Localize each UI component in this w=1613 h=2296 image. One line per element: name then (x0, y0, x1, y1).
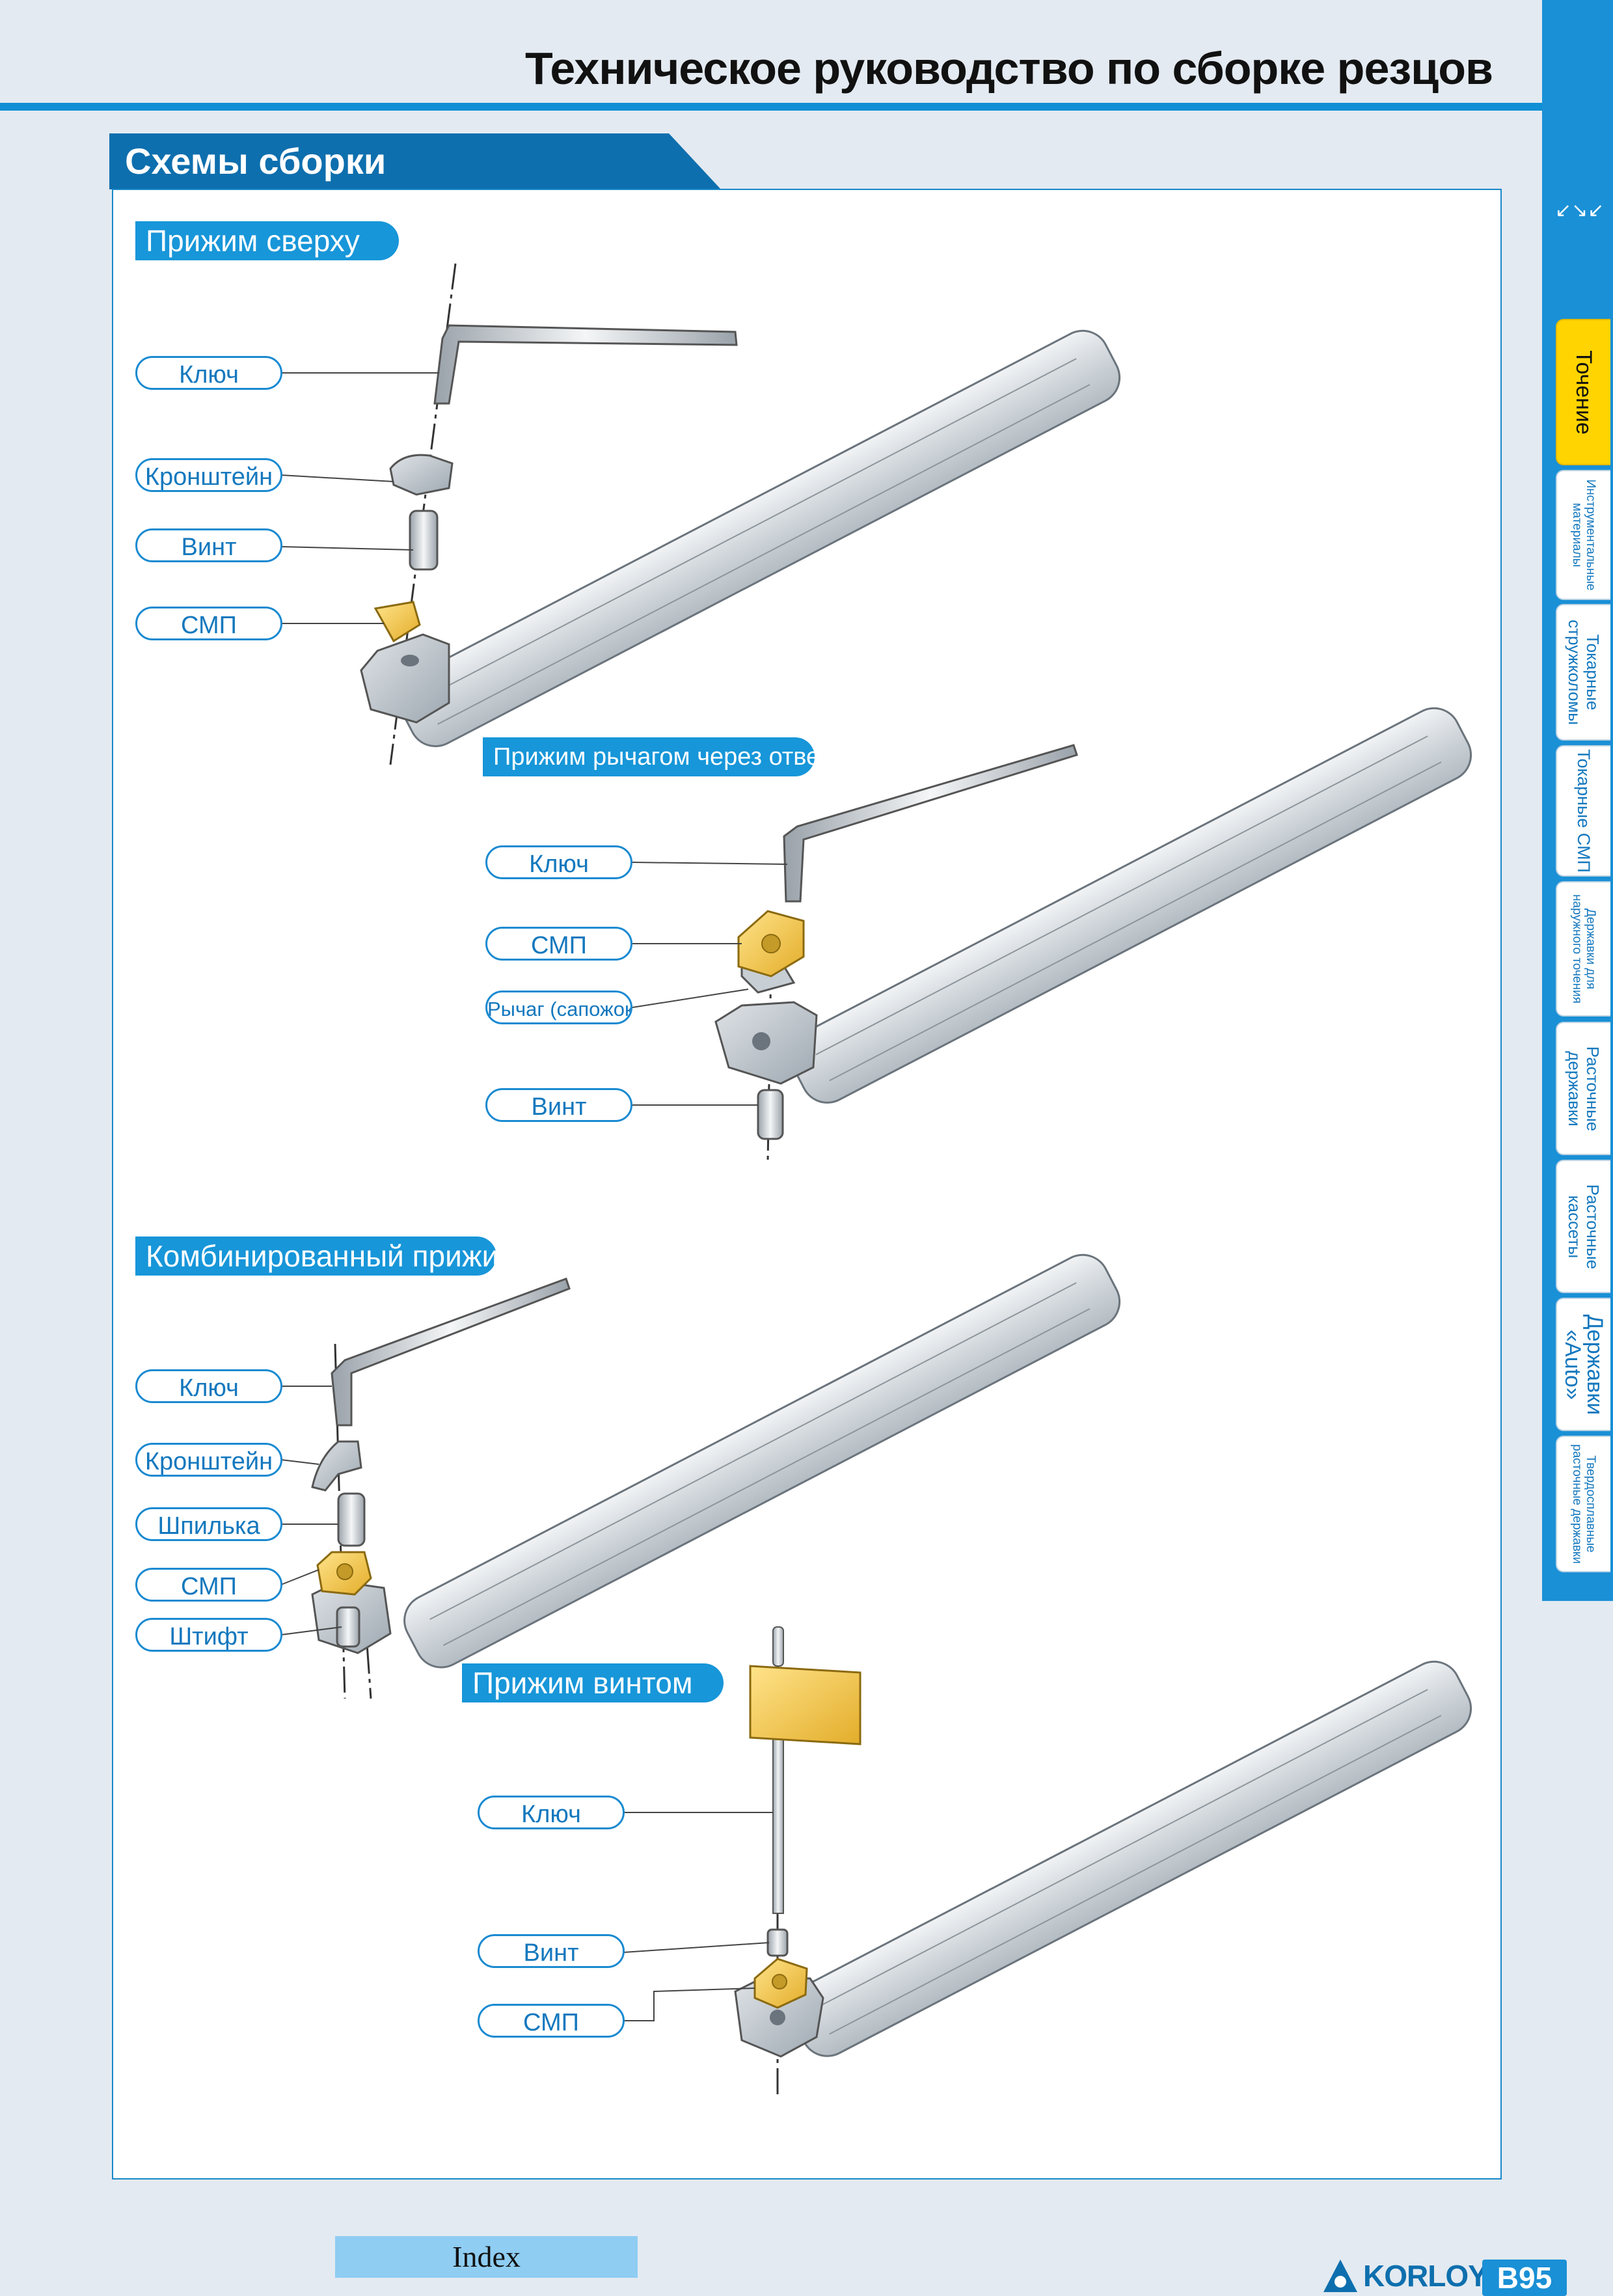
label-screw: Винт (485, 1088, 632, 1122)
tab-turning-inserts[interactable]: Токарные СМП (1556, 745, 1610, 877)
index-button[interactable]: Index (335, 2236, 638, 2278)
page-number: B95 (1482, 2260, 1567, 2296)
screw-icon (409, 510, 439, 571)
boring-bar-2 (789, 707, 1472, 1104)
boring-bar-3 (403, 1253, 1121, 1669)
label-insert: СМП (135, 607, 282, 640)
label-screw: Винт (478, 1934, 625, 1968)
tab-carbide-boring-bars[interactable]: Твердосплавные расточные державки (1556, 1436, 1610, 1572)
diagram-top-clamp (280, 263, 1121, 765)
clamp-bracket-icon (311, 1440, 362, 1492)
hex-key-icon (331, 1278, 571, 1427)
label-key: Ключ (135, 356, 282, 390)
diagram-combo-clamp (280, 1253, 1121, 1699)
pill-lever-clamp: Прижим рычагом через отверстие (483, 737, 885, 776)
tab-auto-holders[interactable]: Державки «Auto» (1556, 1298, 1610, 1431)
label-insert: СМП (485, 927, 632, 961)
insert-icon (373, 601, 421, 643)
screw-icon (766, 1928, 789, 1957)
stud-icon (337, 1492, 366, 1547)
tab-external-holders[interactable]: Державки для наружного точения (1556, 881, 1610, 1017)
tab-chipbreakers[interactable]: Токарные стружколомы (1556, 604, 1610, 741)
section-header: Схемы сборки (109, 133, 721, 189)
tab-boring-holders[interactable]: Расточные державки (1556, 1022, 1610, 1155)
label-key: Ключ (485, 845, 632, 879)
label-insert: СМП (135, 1568, 282, 1602)
label-bracket: Кронштейн (135, 1443, 282, 1477)
label-pin: Штифт (135, 1618, 282, 1652)
label-stud: Шпилька (135, 1507, 282, 1541)
label-key: Ключ (478, 1796, 625, 1829)
pill-screw-clamp: Прижим винтом (462, 1663, 724, 1702)
section-title: Схемы сборки (125, 141, 386, 182)
label-key: Ключ (135, 1369, 282, 1403)
label-lever: Рычаг (сапожок) (485, 991, 632, 1024)
nav-arrows-icon[interactable]: ↙↘↙ (1555, 200, 1605, 221)
boring-bar-4 (789, 1660, 1472, 2057)
clamp-bracket-icon (389, 454, 454, 496)
bar-head-1 (360, 633, 450, 724)
tab-tool-materials[interactable]: Инструментальные материалы (1556, 470, 1610, 600)
title-rule (0, 103, 1542, 111)
label-bracket: Кронштейн (135, 458, 282, 492)
korloy-logo-icon (1323, 2260, 1357, 2292)
boring-bar-1 (398, 329, 1121, 748)
tab-boring-cartridges[interactable]: Расточные кассеты (1556, 1160, 1610, 1293)
hex-key-icon (783, 744, 1078, 903)
pill-combo-clamp: Комбинированный прижим (135, 1237, 519, 1276)
hex-key-icon (433, 324, 738, 405)
label-insert: СМП (478, 2004, 625, 2038)
brand-name: KORLOY (1363, 2259, 1488, 2293)
pill-top-clamp: Прижим сверху (135, 221, 399, 260)
page-title: Техническое руководство по сборке резцов (525, 43, 1493, 94)
tab-turning[interactable]: Точение (1556, 319, 1610, 465)
screw-icon (757, 1089, 784, 1140)
torx-key-handle-icon (749, 1665, 861, 1745)
diagram-screw-clamp (623, 1626, 1472, 2096)
diagram-lever-clamp (632, 707, 1472, 1162)
label-screw: Винт (135, 528, 282, 562)
